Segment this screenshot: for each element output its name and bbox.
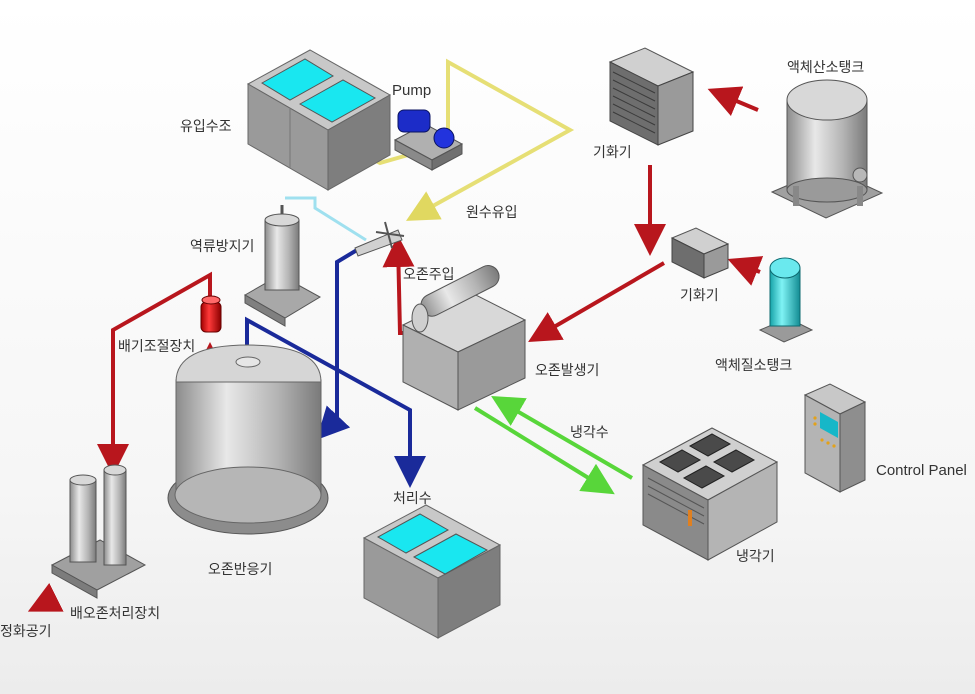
exhaust-ozone-treatment-label: 배오존처리장치 — [70, 606, 160, 622]
treated-water-label: 처리수 — [393, 491, 432, 507]
exhaust-ozone-treatment-device — [50, 464, 147, 599]
check-valve-pipe — [285, 196, 367, 242]
inflow-tank — [246, 49, 392, 191]
pump-label: Pump — [392, 82, 431, 99]
raw-water-inflow-label: 원수유입 — [466, 205, 518, 221]
exhaust-control-label: 배기조절장치 — [118, 339, 195, 355]
ozone-injection-label: 오존주입 — [403, 267, 455, 283]
vaporizer-mid — [670, 227, 730, 279]
liquid-nitrogen-tank-label: 액체질소탱크 — [715, 358, 792, 374]
ozone-injector — [354, 221, 405, 257]
ozone-lines — [27, 86, 764, 612]
ozone-reactor — [167, 344, 329, 535]
treated-water-tank — [362, 504, 502, 639]
ozone-reactor-label: 오존반응기 — [208, 562, 272, 578]
vaporizer-top — [608, 47, 695, 146]
purified-air-label: 정화공기 — [0, 624, 52, 640]
control-panel-cabinet[interactable] — [803, 383, 867, 493]
inflow-tank-label: 유입수조 — [180, 119, 232, 135]
exhaust-control-device — [200, 295, 222, 333]
liquid-oxygen-tank — [770, 79, 884, 219]
cooler-label: 냉각기 — [736, 549, 775, 565]
pump-unit — [393, 109, 464, 171]
liquid-oxygen-tank-label: 액체산소탱크 — [787, 60, 864, 76]
control-panel-label: Control Panel — [876, 462, 967, 479]
vaporizer-mid-label: 기화기 — [680, 288, 719, 304]
liquid-nitrogen-tank — [758, 257, 814, 343]
ozone-generator — [401, 265, 527, 411]
vaporizer-top-label: 기화기 — [593, 145, 632, 161]
check-valve-label: 역류방지기 — [190, 239, 254, 255]
ozone-generator-label: 오존발생기 — [535, 363, 599, 379]
cooler-unit — [641, 427, 779, 561]
cooling-water-lines — [473, 395, 634, 495]
treated-water-lines — [245, 248, 426, 488]
cooling-water-label: 냉각수 — [570, 425, 609, 441]
check-valve-unit — [243, 205, 322, 327]
